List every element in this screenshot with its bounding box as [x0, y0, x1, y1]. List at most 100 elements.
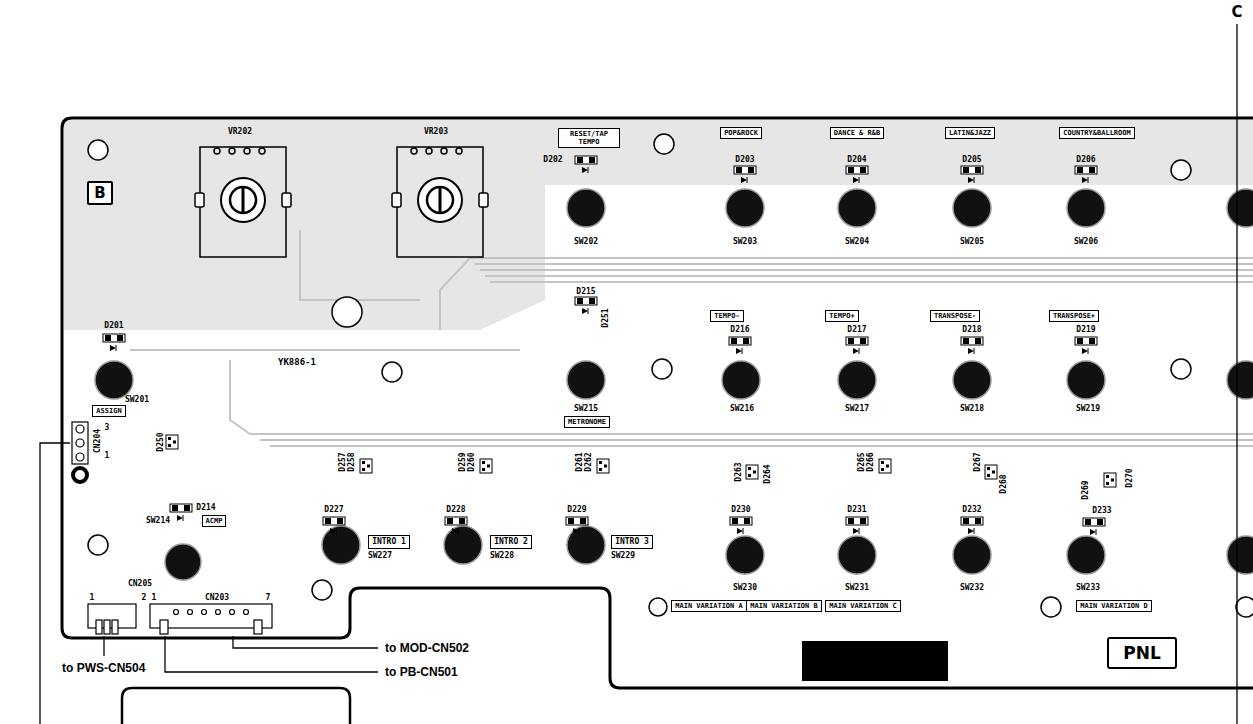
- diode-pad: [116, 345, 117, 351]
- part-name: D216: [730, 326, 749, 334]
- connector: [76, 425, 84, 433]
- part-name: D267: [974, 452, 982, 471]
- diode-pad: [974, 348, 975, 354]
- part-name: D269: [1082, 480, 1090, 499]
- diode-pad: [166, 435, 178, 449]
- push-button: [165, 544, 201, 580]
- button-name-box: INTRO 3: [611, 535, 653, 548]
- diode-pad: [183, 515, 184, 521]
- silkscreen-text: POP&ROCK: [724, 129, 758, 137]
- diode-pad: [975, 338, 981, 344]
- diode-pad: [577, 298, 583, 304]
- trace: [250, 433, 1253, 435]
- copper-area: [64, 120, 1253, 330]
- diode-pad: [747, 177, 748, 183]
- part-name: D227: [324, 506, 343, 514]
- diode-pad: [482, 461, 485, 464]
- diode-pad: [853, 177, 859, 183]
- diode-pad: [582, 308, 588, 314]
- diode-pad: [985, 465, 997, 479]
- diode-pad: [881, 468, 884, 471]
- diode-pad: [853, 528, 859, 534]
- diode-pad: [103, 156, 1116, 535]
- push-button: [1067, 536, 1105, 574]
- diode-pad: [360, 459, 372, 473]
- trace: [480, 269, 1253, 271]
- diode-pad: [458, 528, 459, 534]
- part-name: SW206: [1074, 238, 1098, 246]
- silkscreen-text: ACMP: [206, 517, 223, 525]
- button-name-box: INTRO 1: [368, 535, 410, 548]
- diode-pad: [748, 467, 751, 470]
- part-name: SW233: [1076, 584, 1100, 592]
- diode-pad: [746, 465, 758, 479]
- diode-pad: [487, 465, 490, 468]
- diode-pad: [729, 337, 751, 345]
- potentiometer: [456, 148, 462, 154]
- connector: [72, 422, 88, 464]
- push-button: [567, 189, 605, 227]
- diode-pad: [573, 528, 579, 534]
- diode-pad: [1075, 166, 1097, 183]
- diode-pad: [575, 297, 597, 314]
- connector: [174, 610, 179, 615]
- potentiometer: [439, 187, 442, 213]
- part-name: SW229: [611, 552, 635, 560]
- diode-pad: [170, 504, 192, 512]
- push-button: [838, 361, 876, 399]
- diode-pad: [974, 177, 975, 183]
- diode-pad: [963, 518, 969, 524]
- diode-pad: [589, 298, 595, 304]
- part-name: D268: [1000, 474, 1008, 493]
- diode-pad: [367, 465, 370, 468]
- diode-pad: [860, 518, 866, 524]
- push-button: [722, 361, 760, 399]
- diode-pad: [746, 465, 758, 479]
- part-name: SW217: [845, 405, 869, 413]
- part-name: SW228: [490, 552, 514, 560]
- leader-line: [233, 636, 378, 648]
- diode-pad: [729, 337, 751, 354]
- diode-pad: [599, 468, 602, 471]
- diode-pad: [846, 166, 868, 183]
- diode-pad: [859, 528, 860, 534]
- diode-pad: [362, 468, 365, 471]
- push-button: [838, 189, 876, 227]
- part-name: D202: [543, 156, 562, 164]
- cable-note: to MOD-CN502: [385, 641, 469, 655]
- part-name: D219: [1076, 326, 1095, 334]
- diode-pad: [886, 465, 889, 468]
- diode-pad: [579, 528, 580, 534]
- potentiometer: [426, 148, 432, 154]
- cable-note: to PB-CN501: [385, 665, 458, 679]
- trace: [490, 281, 1253, 283]
- button-name-box: TRANSPOSE+: [1049, 310, 1099, 322]
- button-name-box: POP&ROCK: [720, 127, 762, 139]
- diode-pad: [732, 518, 738, 524]
- push-button: [1227, 361, 1253, 399]
- silkscreen-block: [802, 641, 948, 681]
- diode-pad: [961, 517, 983, 534]
- diode-pad: [846, 337, 868, 354]
- part-name: 1: [105, 452, 110, 460]
- leader-line: [165, 636, 170, 672]
- potentiometer: [479, 193, 488, 207]
- silkscreen-text: INTRO 3: [615, 537, 649, 546]
- diode-pad: [736, 348, 742, 354]
- diode-pad: [480, 459, 492, 473]
- connector: [244, 610, 249, 615]
- mounting-hole: [312, 580, 332, 600]
- silkscreen-text: MAIN VARIATION B: [750, 602, 817, 610]
- diode-pad: [846, 166, 868, 174]
- diode-pad: [566, 517, 588, 525]
- diode-pad: [582, 167, 588, 173]
- diode-pad: [859, 177, 860, 183]
- part-name: D203: [735, 156, 754, 164]
- part-name: D265: [858, 452, 866, 471]
- diode-pad: [480, 459, 492, 473]
- part-name: D250: [157, 432, 165, 451]
- diode-pad: [177, 515, 183, 521]
- push-button: [567, 361, 605, 399]
- diode-pad: [1089, 167, 1095, 173]
